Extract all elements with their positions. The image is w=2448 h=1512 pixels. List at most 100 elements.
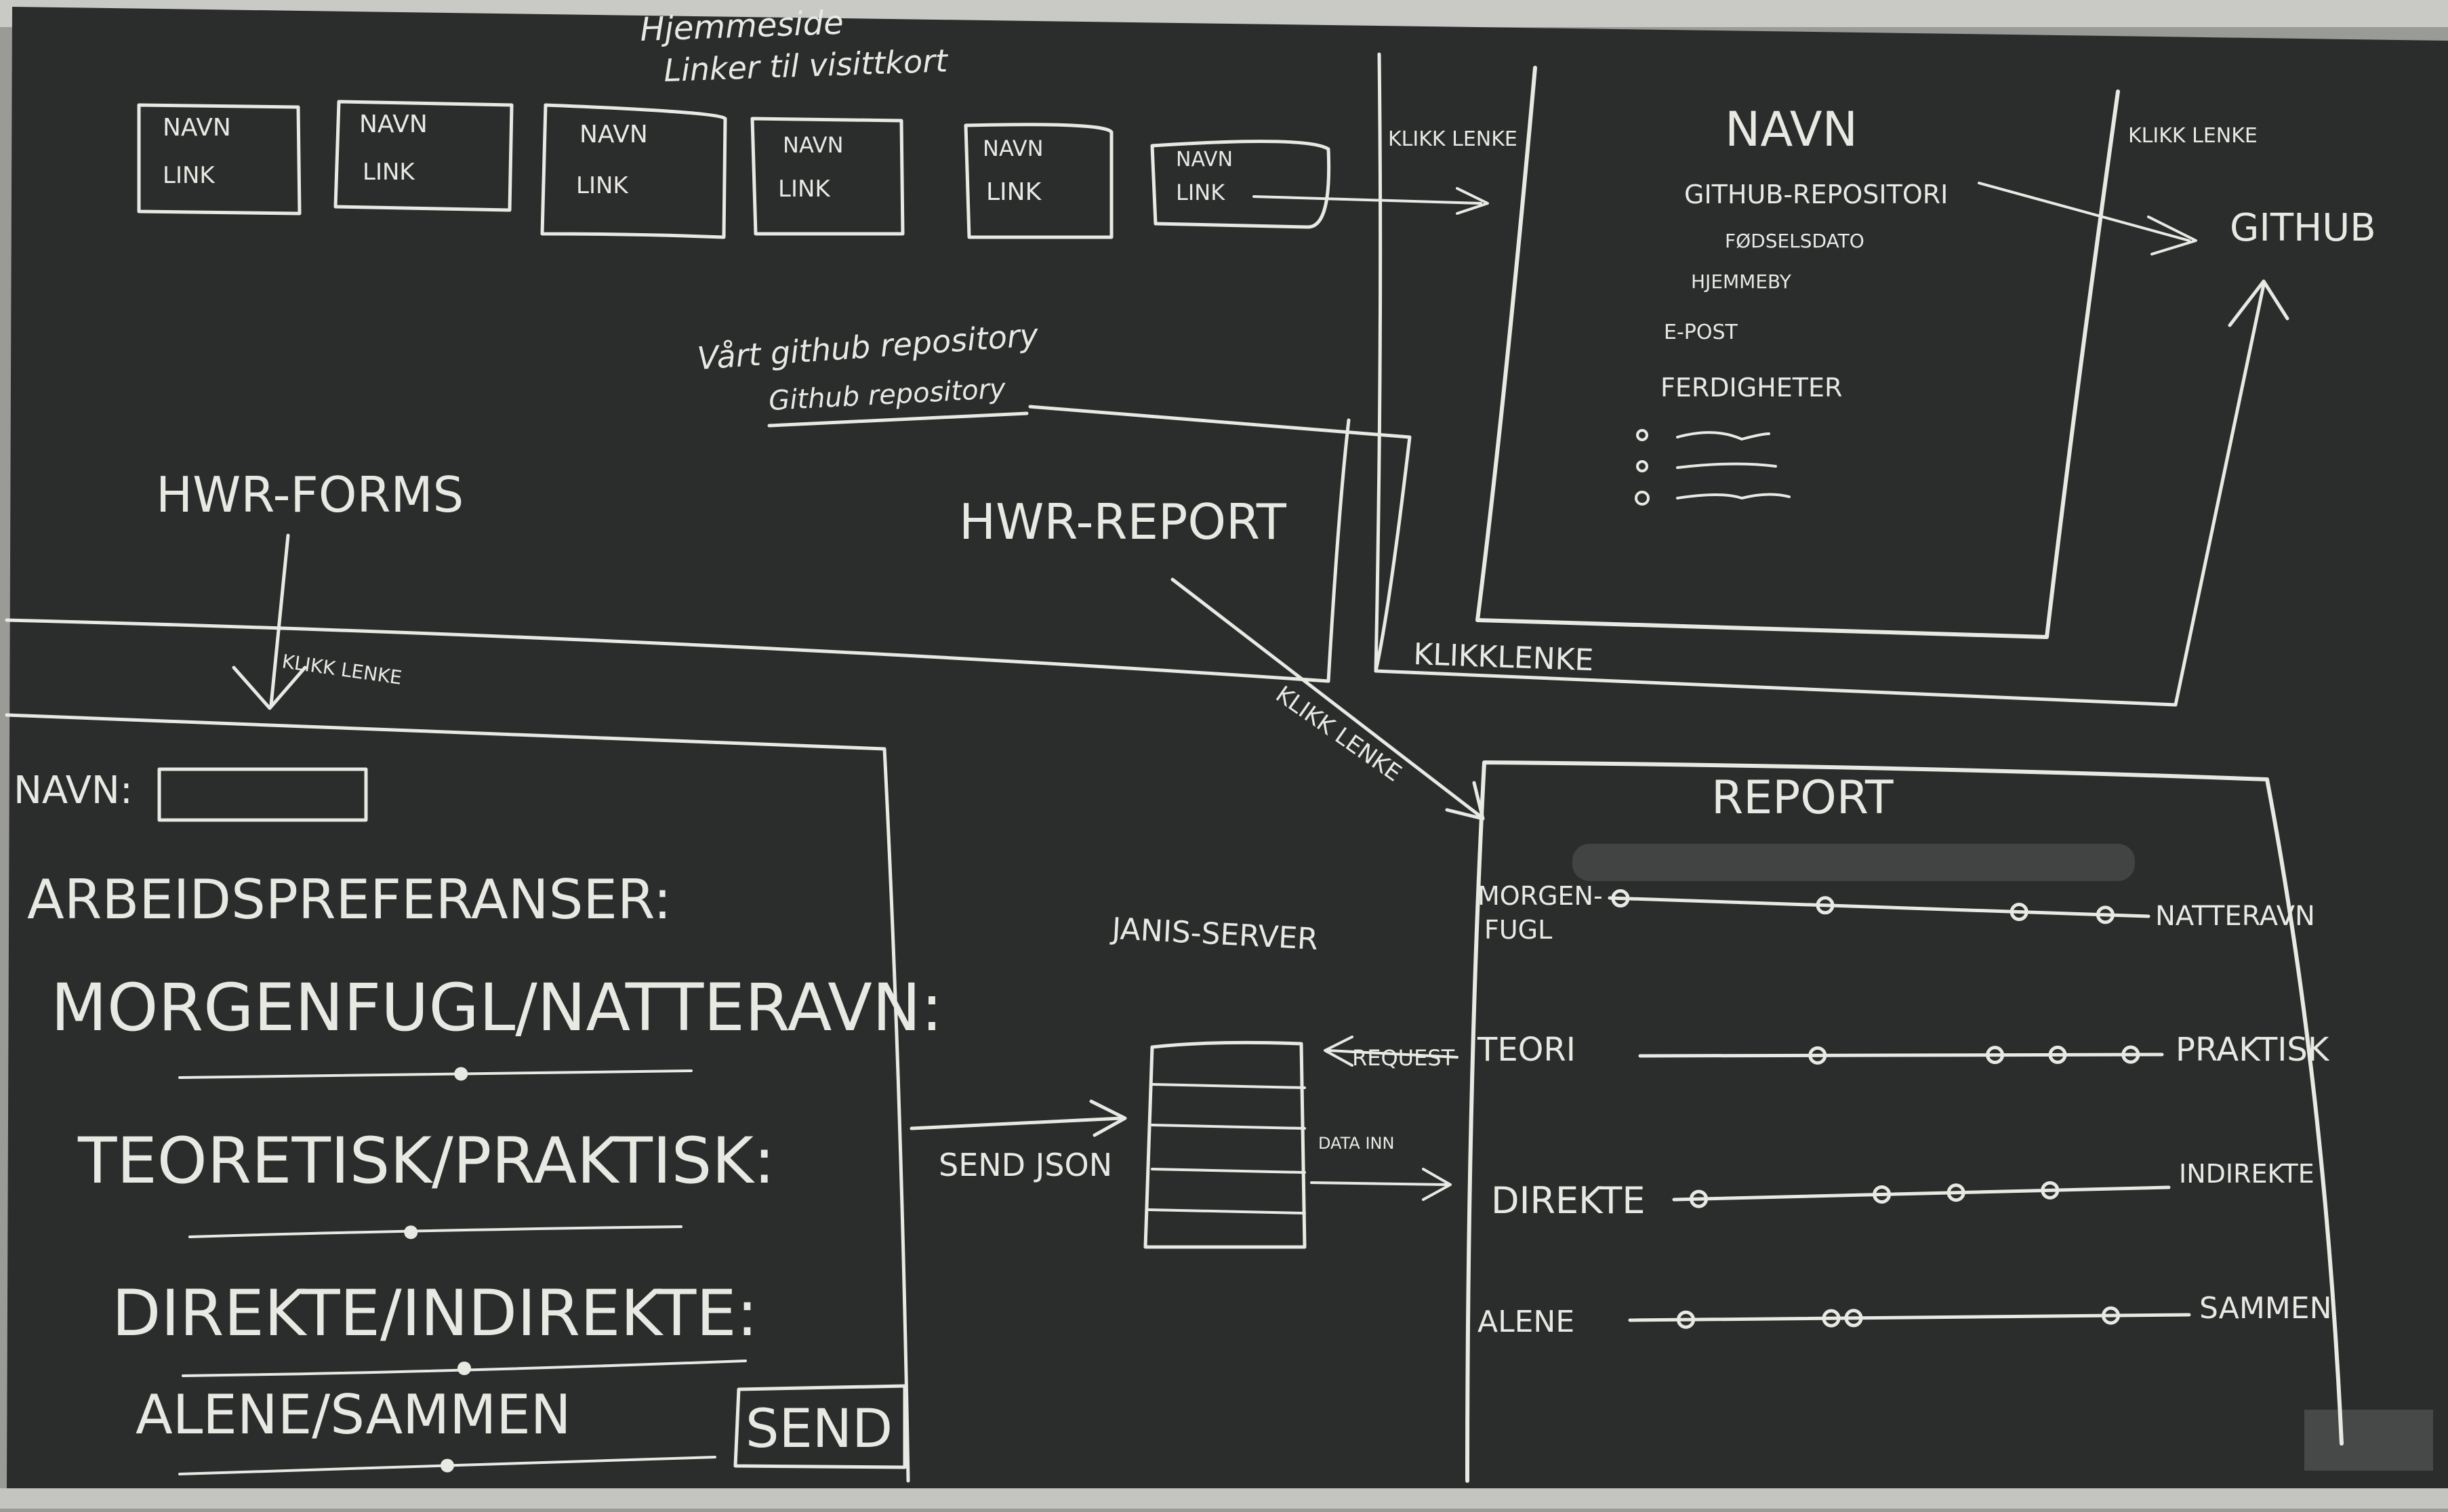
report-track-4 bbox=[1628, 1313, 2191, 1322]
report-point bbox=[1986, 1046, 2005, 1065]
send-button[interactable]: SEND bbox=[746, 1399, 893, 1460]
card-to-profile-arrow bbox=[1252, 195, 1482, 205]
middle-divider-vertical bbox=[1326, 418, 1351, 683]
slider-knob-2[interactable] bbox=[404, 1225, 418, 1240]
hwr-report-label: HWR-REPORT bbox=[959, 493, 1287, 550]
send-button-box bbox=[733, 1384, 907, 1469]
name-input-box bbox=[157, 767, 368, 822]
top-divider bbox=[1374, 52, 1383, 673]
report-row-1-left-1: MORGEN- bbox=[1477, 881, 1603, 911]
slider-knob-1[interactable] bbox=[454, 1067, 468, 1081]
send-json-label: SEND JSON bbox=[939, 1147, 1112, 1183]
slider-track-q4 bbox=[178, 1456, 716, 1475]
card-link-4[interactable]: LINK bbox=[778, 176, 831, 203]
slider-track-q3 bbox=[182, 1360, 747, 1377]
report-track-2 bbox=[1638, 1053, 2164, 1058]
report-track-1 bbox=[1608, 896, 2150, 918]
klikk-lenke-top-label: KLIKK LENKE bbox=[1388, 127, 1517, 151]
card-box-4 bbox=[750, 117, 905, 236]
report-point bbox=[2121, 1045, 2140, 1064]
arrowhead bbox=[1089, 1099, 1127, 1137]
board-surface bbox=[7, 7, 2448, 1488]
card-box-2 bbox=[333, 100, 514, 212]
data-inn-arrow bbox=[1310, 1181, 1448, 1186]
bullet bbox=[1636, 460, 1648, 472]
server-row bbox=[1151, 1083, 1306, 1089]
card-box-6 bbox=[1150, 140, 1331, 229]
card-name-5: NAVN bbox=[983, 136, 1044, 161]
report-point bbox=[1611, 889, 1630, 908]
forms-arrow bbox=[269, 533, 290, 707]
github-label[interactable]: GITHUB bbox=[2230, 206, 2376, 250]
report-point bbox=[1946, 1183, 1965, 1202]
chalk-lines bbox=[5, 52, 2344, 1483]
server-stack bbox=[1143, 1040, 1307, 1249]
report-row-1-right: NATTERAVN bbox=[2155, 901, 2315, 932]
form-box-border bbox=[5, 713, 910, 1483]
arrowhead bbox=[1324, 1036, 1353, 1067]
bullet bbox=[1636, 429, 1648, 441]
form-q3-label: DIREKTE/INDIREKTE: bbox=[112, 1277, 758, 1351]
report-point bbox=[2102, 1306, 2120, 1325]
middle-divider bbox=[5, 618, 1330, 683]
profile-email: E-POST bbox=[1664, 321, 1738, 344]
profile-card-border bbox=[1475, 66, 2120, 639]
report-point bbox=[1816, 896, 1835, 915]
report-point bbox=[1690, 1189, 1708, 1208]
report-row-4-left: ALENE bbox=[1477, 1305, 1574, 1339]
report-arrow bbox=[1170, 577, 1483, 819]
profile-skills: FERDIGHETER bbox=[1660, 373, 1842, 403]
form-prefs-title: ARBEIDSPREFERANSER: bbox=[27, 868, 672, 931]
report-point bbox=[1873, 1185, 1892, 1204]
form-q2-label: TEORETISK/PRAKTISK: bbox=[77, 1124, 775, 1198]
report-row-1-left-2: FUGL bbox=[1484, 915, 1552, 945]
report-point bbox=[1677, 1310, 1695, 1329]
report-tracks bbox=[1608, 889, 2191, 1329]
slider-knob-3[interactable] bbox=[457, 1362, 471, 1375]
report-track-3 bbox=[1672, 1185, 2171, 1202]
report-point bbox=[2010, 903, 2028, 922]
form-slider-knobs bbox=[404, 1067, 471, 1473]
send-json-arrow bbox=[910, 1116, 1124, 1130]
report-point bbox=[2041, 1181, 2060, 1200]
card-link-5[interactable]: LINK bbox=[986, 178, 1042, 206]
arrowhead bbox=[2147, 216, 2197, 256]
card-link-3[interactable]: LINK bbox=[576, 172, 629, 199]
request-arrow bbox=[1327, 1049, 1458, 1059]
skill-line bbox=[1676, 493, 1791, 499]
bullet bbox=[1635, 491, 1650, 506]
card-name-4: NAVN bbox=[783, 132, 844, 158]
report-point bbox=[1822, 1309, 1841, 1328]
profile-bottom-route bbox=[1374, 283, 2266, 707]
arrowhead bbox=[1422, 1168, 1452, 1201]
form-name-label: NAVN: bbox=[14, 769, 133, 813]
report-point bbox=[2048, 1045, 2067, 1064]
report-row-4-right: SAMMEN bbox=[2199, 1291, 2332, 1326]
data-inn-label: DATA INN bbox=[1318, 1134, 1394, 1153]
profile-birthdate: FØDSELSDATO bbox=[1725, 230, 1864, 252]
report-row-3-right: INDIREKTE bbox=[2179, 1159, 2314, 1189]
erased-smudge bbox=[1572, 844, 2135, 881]
card-box-3 bbox=[540, 103, 727, 239]
report-point bbox=[1808, 1046, 1827, 1065]
card-name-2: NAVN bbox=[359, 110, 428, 138]
profile-github-repo[interactable]: GITHUB-REPOSITORI bbox=[1684, 180, 1948, 209]
server-row bbox=[1151, 1124, 1306, 1130]
slider-knob-4[interactable] bbox=[441, 1458, 454, 1473]
form-q4-label: ALENE/SAMMEN bbox=[136, 1383, 571, 1446]
card-box-5 bbox=[964, 123, 1114, 239]
report-row-3-left: DIREKTE bbox=[1491, 1179, 1645, 1222]
card-link-6[interactable]: LINK bbox=[1176, 180, 1225, 205]
profile-hometown: HJEMMEBY bbox=[1691, 270, 1792, 293]
report-point bbox=[1844, 1309, 1863, 1328]
card-box-1 bbox=[137, 103, 302, 216]
arrowhead bbox=[2228, 279, 2289, 327]
report-row-2-right: PRAKTISK bbox=[2176, 1031, 2330, 1069]
card-link-2[interactable]: LINK bbox=[363, 159, 415, 186]
profile-bottom-link[interactable]: KLIKKLENKE bbox=[1413, 637, 1595, 678]
card-link-1[interactable]: LINK bbox=[163, 162, 216, 189]
report-row-2-left: TEORI bbox=[1477, 1031, 1576, 1069]
report-point bbox=[2096, 905, 2115, 924]
